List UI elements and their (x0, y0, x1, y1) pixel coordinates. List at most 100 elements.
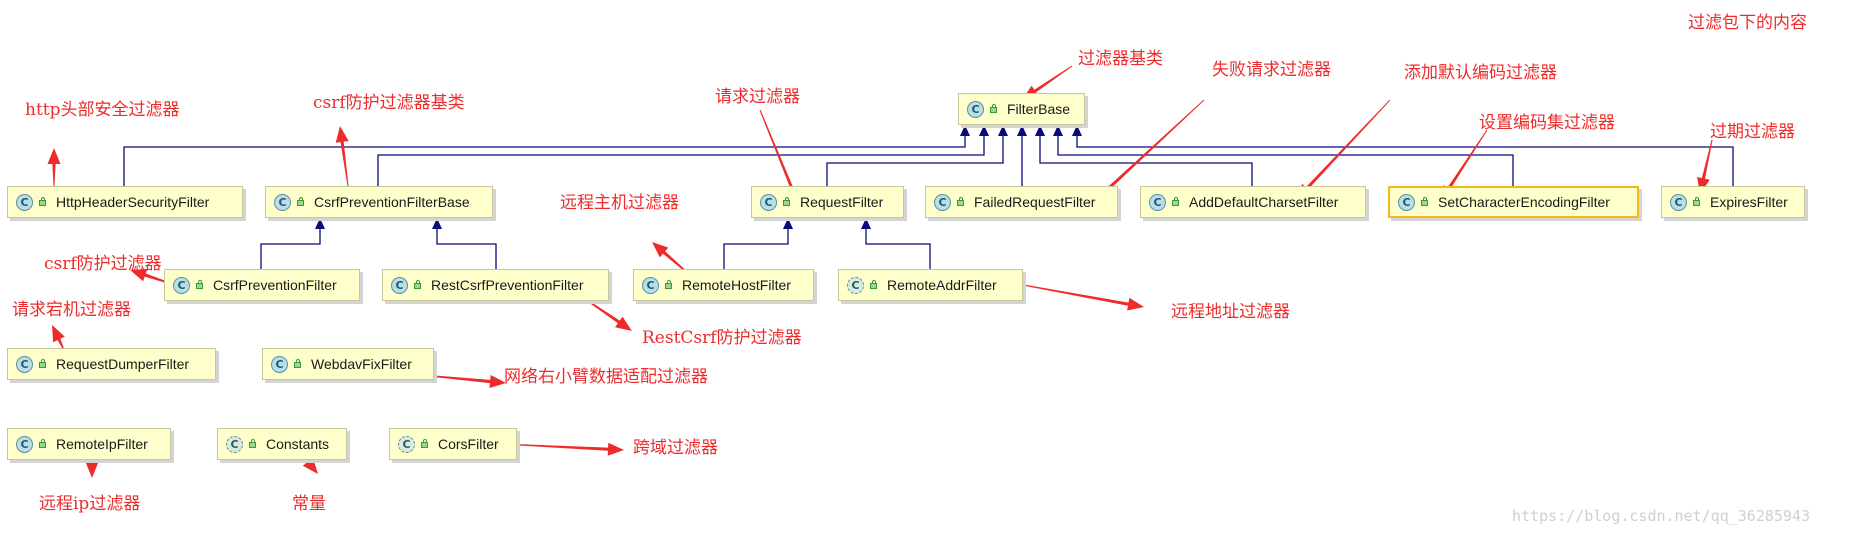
inheritance-edge-csrf-prevention-filter (260, 229, 321, 269)
class-name-label: CsrfPreventionFilter (213, 277, 337, 293)
annotation-arrow (47, 148, 61, 186)
annotation-constants: 常量 (292, 494, 326, 514)
annotation-arrow (1022, 65, 1073, 100)
class-name-label: WebdavFixFilter (311, 356, 412, 372)
public-lock-icon (869, 280, 879, 290)
public-lock-icon (293, 359, 303, 369)
class-node-remote-host-filter[interactable]: C RemoteHostFilter (633, 269, 814, 301)
class-node-remote-addr-filter[interactable]: C RemoteAddrFilter (838, 269, 1023, 301)
class-icon: C (760, 193, 777, 211)
class-name-label: RequestDumperFilter (56, 356, 190, 372)
class-icon: C (967, 100, 984, 118)
annotation-rest-csrf-prevention-filter: RestCsrf防护过滤器 (642, 328, 802, 348)
class-icon: C (934, 193, 951, 211)
annotation-arrow (85, 452, 99, 478)
class-node-add-default-charset-filter[interactable]: C AddDefaultCharsetFilter (1140, 186, 1366, 218)
annotation-arrow (502, 442, 624, 456)
public-lock-icon (248, 439, 258, 449)
public-lock-icon (420, 439, 430, 449)
class-name-label: RemoteAddrFilter (887, 277, 997, 293)
inheritance-edge-set-character-encoding-filter (1057, 136, 1514, 186)
inheritance-edge-expires-filter (1076, 136, 1734, 186)
public-lock-icon (296, 197, 306, 207)
inheritance-edge-csrf-prevention-filter-base (377, 136, 985, 186)
public-lock-icon (782, 197, 792, 207)
annotation-csrf-prevention-filter-base: csrf防护过滤器基类 (313, 93, 465, 113)
class-icon: C (1149, 193, 1166, 211)
annotation-arrow (759, 109, 800, 208)
class-node-webdav-fix-filter[interactable]: C WebdavFixFilter (262, 348, 434, 380)
annotation-remote-addr-filter: 远程地址过滤器 (1171, 302, 1290, 322)
annotation-arrow (52, 325, 65, 351)
public-lock-icon (1692, 197, 1702, 207)
annotation-failed-request-filter: 失败请求过滤器 (1212, 60, 1331, 80)
class-icon: C (642, 276, 659, 294)
annotation-arrow (574, 291, 632, 331)
class-name-label: CsrfPreventionFilterBase (314, 194, 470, 210)
inheritance-arrowhead (998, 125, 1008, 136)
class-node-rest-csrf-prevention-filter[interactable]: C RestCsrfPreventionFilter (382, 269, 609, 301)
class-name-label: FailedRequestFilter (974, 194, 1096, 210)
class-name-label: RemoteHostFilter (682, 277, 791, 293)
class-icon: C (271, 355, 288, 373)
inheritance-edge-remote-addr-filter (865, 229, 931, 269)
class-name-label: RemoteIpFilter (56, 436, 148, 452)
class-icon: C (847, 276, 864, 294)
annotation-arrow (1011, 282, 1144, 311)
class-name-label: SetCharacterEncodingFilter (1438, 194, 1610, 210)
class-node-csrf-prevention-filter-base[interactable]: C CsrfPreventionFilterBase (265, 186, 493, 218)
class-icon: C (1398, 193, 1415, 211)
class-name-label: CorsFilter (438, 436, 499, 452)
annotation-http-header-security-filter: http头部安全过滤器 (25, 100, 180, 120)
inheritance-arrowhead (1053, 125, 1063, 136)
annotation-set-character-encoding-filter: 设置编码集过滤器 (1479, 113, 1615, 133)
public-lock-icon (38, 439, 48, 449)
class-name-label: AddDefaultCharsetFilter (1189, 194, 1339, 210)
class-icon: C (391, 276, 408, 294)
inheritance-edge-request-filter (826, 136, 1004, 186)
public-lock-icon (989, 104, 999, 114)
class-node-failed-request-filter[interactable]: C FailedRequestFilter (925, 186, 1118, 218)
annotation-arrow (1440, 129, 1488, 202)
inheritance-arrowhead (1035, 125, 1045, 136)
annotation-expires-filter: 过期过滤器 (1710, 122, 1795, 142)
public-lock-icon (195, 280, 205, 290)
public-lock-icon (1171, 197, 1181, 207)
class-name-label: ExpiresFilter (1710, 194, 1788, 210)
class-name-label: RestCsrfPreventionFilter (431, 277, 584, 293)
class-icon: C (274, 193, 291, 211)
public-lock-icon (38, 197, 48, 207)
inheritance-arrowhead (1017, 125, 1027, 136)
annotation-arrow (1094, 99, 1205, 202)
inheritance-arrowhead (315, 218, 325, 229)
class-node-filter-base[interactable]: C FilterBase (958, 93, 1085, 125)
annotation-arrow (335, 126, 349, 187)
class-node-expires-filter[interactable]: C ExpiresFilter (1661, 186, 1805, 218)
class-node-cors-filter[interactable]: C CorsFilter (389, 428, 517, 460)
class-icon: C (398, 435, 415, 453)
corner-note: 过滤包下的内容 (1688, 13, 1807, 33)
annotation-filter-base: 过滤器基类 (1078, 49, 1163, 69)
class-icon: C (16, 193, 33, 211)
inheritance-arrowhead (432, 218, 442, 229)
annotation-request-dumper-filter: 请求宕机过滤器 (12, 300, 131, 320)
public-lock-icon (664, 280, 674, 290)
class-name-label: FilterBase (1007, 101, 1071, 117)
inheritance-edge-rest-csrf-prevention-filter (436, 229, 497, 269)
annotation-remote-host-filter: 远程主机过滤器 (560, 193, 679, 213)
inheritance-arrowhead (979, 125, 989, 136)
class-node-set-character-encoding-filter[interactable]: C SetCharacterEncodingFilter (1388, 186, 1639, 218)
class-icon: C (1670, 193, 1687, 211)
annotation-cors-filter: 跨域过滤器 (633, 438, 718, 458)
annotation-webdav-fix-filter: 网络右小臂数据适配过滤器 (504, 367, 708, 387)
class-icon: C (226, 435, 243, 453)
inheritance-edge-add-default-charset-filter (1039, 136, 1253, 186)
